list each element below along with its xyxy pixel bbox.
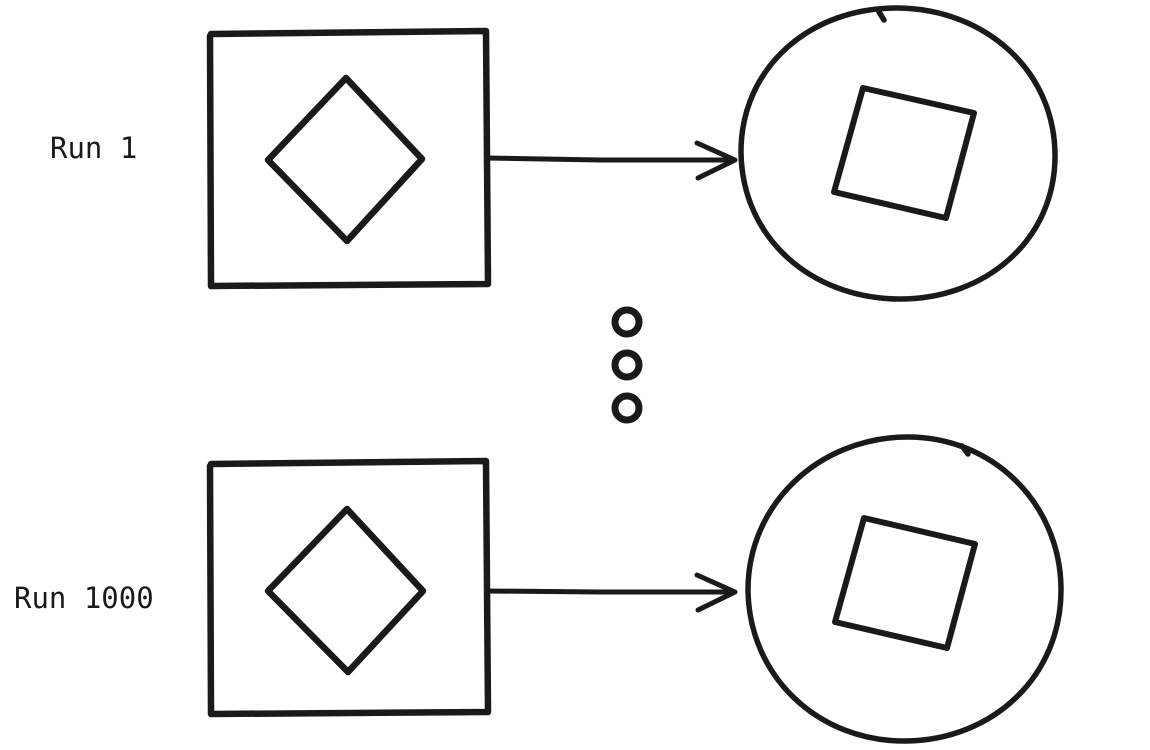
square-frame-outline (206, 457, 492, 718)
row-label-run-1: Run 1 (50, 131, 137, 165)
arrow-shaft-icon (484, 155, 736, 163)
tilted-square-icon (831, 85, 977, 221)
circle-start-tick-icon (876, 9, 887, 23)
circle-start-tick-icon (959, 443, 971, 457)
square-frame-outline (206, 27, 492, 290)
circle-outline (745, 434, 1064, 744)
circle-outline (738, 5, 1058, 302)
diamond-icon (264, 505, 427, 676)
target-circle-run-1000 (745, 434, 1064, 744)
vertical-ellipsis (611, 306, 643, 424)
arrow-shaft-icon (484, 588, 736, 595)
tilted-square-icon (832, 515, 978, 651)
transform-arrow-run-1 (484, 140, 738, 181)
row-label-run-1000: Run 1000 (14, 581, 154, 615)
diagram-row-run-1000: Run 1000 (14, 434, 1064, 744)
arrow-head-icon (694, 140, 738, 181)
source-square-frame-run-1 (206, 27, 492, 290)
arrow-head-icon (694, 572, 738, 613)
diagram-row-run-1: Run 1 (50, 5, 1058, 302)
diamond-icon (264, 74, 426, 245)
transform-arrow-run-1000 (484, 572, 738, 613)
target-circle-run-1 (738, 5, 1058, 302)
ellipsis-dot-icon (611, 392, 643, 424)
ellipsis-dot-icon (611, 349, 643, 381)
source-square-frame-run-1000 (206, 457, 492, 718)
ellipsis-dot-icon (611, 306, 643, 338)
